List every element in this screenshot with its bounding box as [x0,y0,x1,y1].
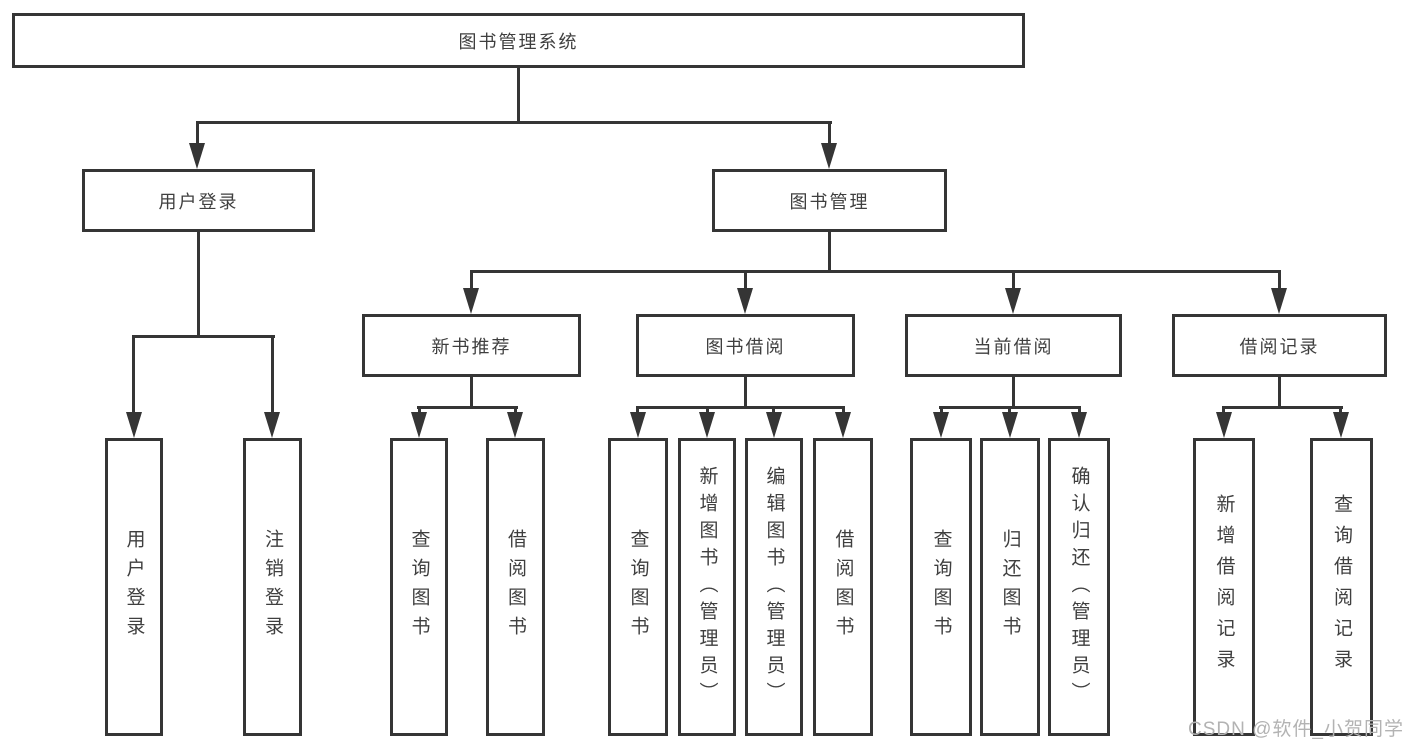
connector-line [744,377,747,409]
leaf-records-query-borrow-record: 查询借阅记录 [1310,438,1373,736]
leaf-recommend-query-books: 查询图书 [390,438,448,736]
node-label: 新增图书（管理员） [696,465,718,709]
node-label: 查询图书 [408,529,430,645]
node-label: 新增借阅记录 [1213,494,1235,680]
connector-line [196,121,199,147]
arrowhead-down-icon [1071,412,1087,438]
node-label: 注销登录 [262,529,283,645]
node-current-borrow: 当前借阅 [905,314,1122,377]
node-label: 查询图书 [627,529,649,645]
node-label: 借阅图书 [832,529,854,645]
connector-line [1222,406,1343,409]
connector-line [470,377,473,409]
node-book-management: 图书管理 [712,169,947,232]
arrowhead-down-icon [1333,412,1349,438]
connector-line [1012,270,1015,294]
node-label: 借阅图书 [505,529,526,645]
node-borrow-records: 借阅记录 [1172,314,1387,377]
arrowhead-down-icon [1271,288,1287,314]
node-label: 当前借阅 [973,336,1054,357]
node-label: 确认归还（管理员） [1068,465,1090,709]
csdn-watermark: CSDN @软件_小贺同学 [1188,719,1404,740]
connector-line [470,270,1281,273]
arrowhead-down-icon [411,412,427,438]
arrowhead-down-icon [933,412,949,438]
node-label: 查询图书 [930,529,952,645]
node-label: 查询借阅记录 [1331,494,1352,680]
leaf-borrow-query-books: 查询图书 [608,438,668,736]
connector-line [417,406,518,409]
connector-line [828,121,831,147]
arrowhead-down-icon [1005,288,1021,314]
arrowhead-down-icon [507,412,523,438]
connector-line [1278,270,1281,294]
connector-line [271,335,274,416]
node-label: 用户登录 [158,191,239,212]
arrowhead-down-icon [1002,412,1018,438]
leaf-current-confirm-return-admin: 确认归还（管理员） [1048,438,1110,736]
arrowhead-down-icon [463,288,479,314]
leaf-recommend-borrow-books: 借阅图书 [486,438,545,736]
connector-line [1012,377,1015,409]
node-label: 图书管理系统 [458,31,579,52]
arrowhead-down-icon [737,288,753,314]
node-label: 借阅记录 [1239,336,1320,357]
node-user-login: 用户登录 [82,169,315,232]
node-new-book-recommend: 新书推荐 [362,314,581,377]
connector-line [132,335,135,416]
node-library-system: 图书管理系统 [12,13,1025,68]
arrowhead-down-icon [1216,412,1232,438]
node-label: 归还图书 [999,529,1021,645]
node-label: 图书借阅 [705,336,786,357]
connector-line [196,121,832,124]
arrowhead-down-icon [126,412,142,438]
connector-line [132,335,275,338]
connector-line [197,232,200,338]
node-label: 用户登录 [123,529,145,645]
connector-line [517,68,520,124]
leaf-logout: 注销登录 [243,438,302,736]
arrowhead-down-icon [630,412,646,438]
leaf-borrow-borrow-books: 借阅图书 [813,438,873,736]
leaf-current-query-books: 查询图书 [910,438,972,736]
leaf-current-return-books: 归还图书 [980,438,1040,736]
node-label: 编辑图书（管理员） [763,465,785,709]
node-label: 图书管理 [789,191,870,212]
arrowhead-down-icon [821,143,837,169]
node-book-borrow: 图书借阅 [636,314,855,377]
arrowhead-down-icon [835,412,851,438]
connector-line [636,406,845,409]
leaf-records-add-borrow-record: 新增借阅记录 [1193,438,1255,736]
leaf-user-login: 用户登录 [105,438,163,736]
arrowhead-down-icon [699,412,715,438]
connector-line [1278,377,1281,409]
leaf-borrow-add-books-admin: 新增图书（管理员） [678,438,736,736]
node-label: 新书推荐 [431,336,512,357]
connector-line [828,232,831,273]
arrowhead-down-icon [264,412,280,438]
connector-line [470,270,473,294]
connector-line [744,270,747,294]
leaf-borrow-edit-books-admin: 编辑图书（管理员） [745,438,803,736]
arrowhead-down-icon [189,143,205,169]
arrowhead-down-icon [766,412,782,438]
